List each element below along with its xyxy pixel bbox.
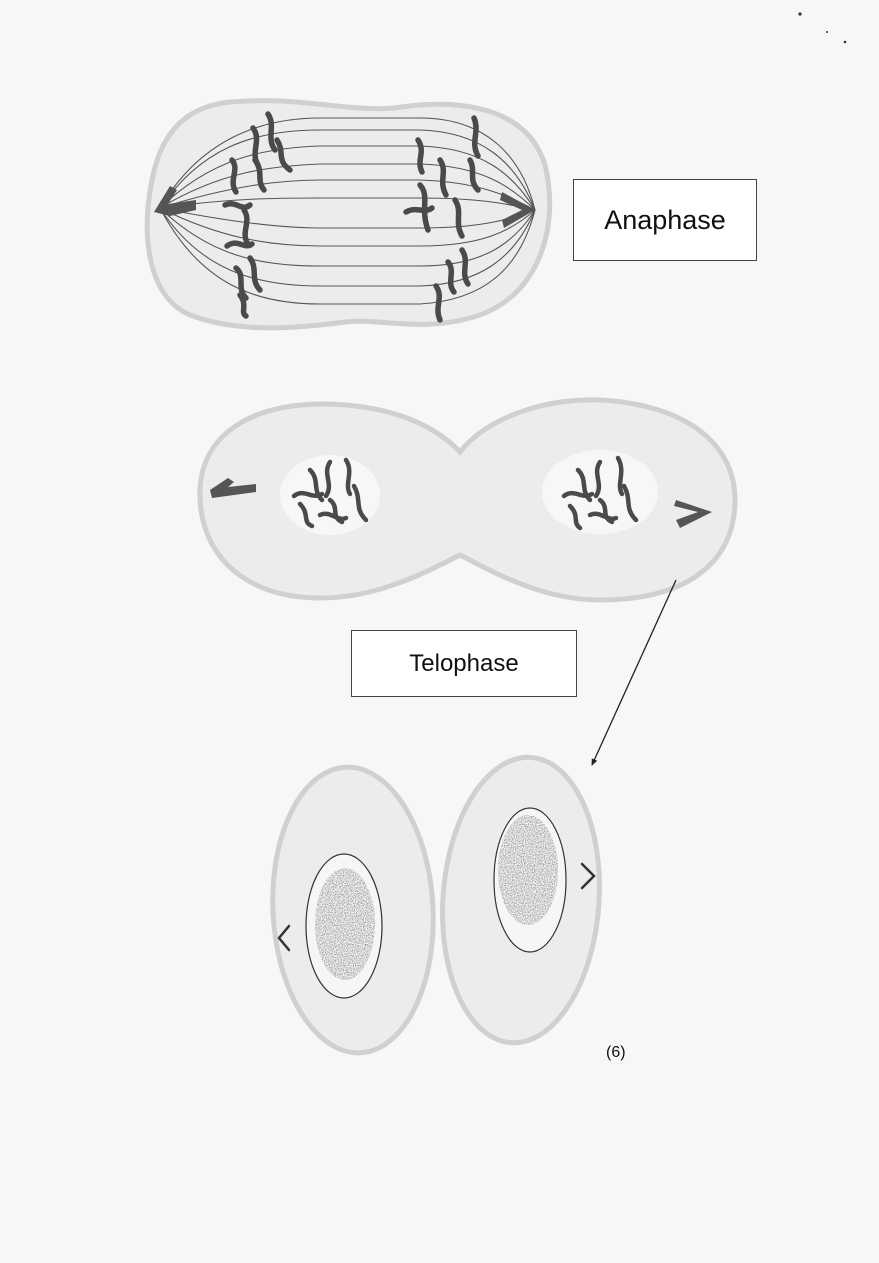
telophase-centriole-left <box>210 478 256 498</box>
telophase-chromosomes-left <box>291 457 369 529</box>
daughter-chromatin-left <box>315 868 375 980</box>
daughter-chromatin-right <box>498 815 558 925</box>
chromosomes-right-pole <box>403 115 481 323</box>
anaphase-cell <box>144 98 553 331</box>
telophase-cell-membrane <box>197 397 738 603</box>
marks-allocation: (6) <box>606 1044 626 1061</box>
telophase-centriole-right <box>674 500 712 528</box>
telophase-chromosomes-right <box>561 455 639 531</box>
telophase-cell <box>197 397 738 603</box>
daughter-cell-left <box>270 764 436 1056</box>
paper-specks <box>798 12 847 44</box>
anaphase-label: Anaphase <box>573 179 757 261</box>
pointer-arrow <box>591 579 677 766</box>
anaphase-cell-membrane <box>144 98 553 331</box>
centriole-right <box>500 192 535 228</box>
chromosomes-left-pole <box>222 111 293 319</box>
daughter-cell-right <box>440 754 602 1046</box>
daughter-centriole-left <box>277 924 291 952</box>
telophase-label: Telophase <box>351 630 577 697</box>
spindle-fibres <box>159 117 536 305</box>
daughter-centriole-right <box>580 862 596 890</box>
centriole-left <box>154 186 196 216</box>
